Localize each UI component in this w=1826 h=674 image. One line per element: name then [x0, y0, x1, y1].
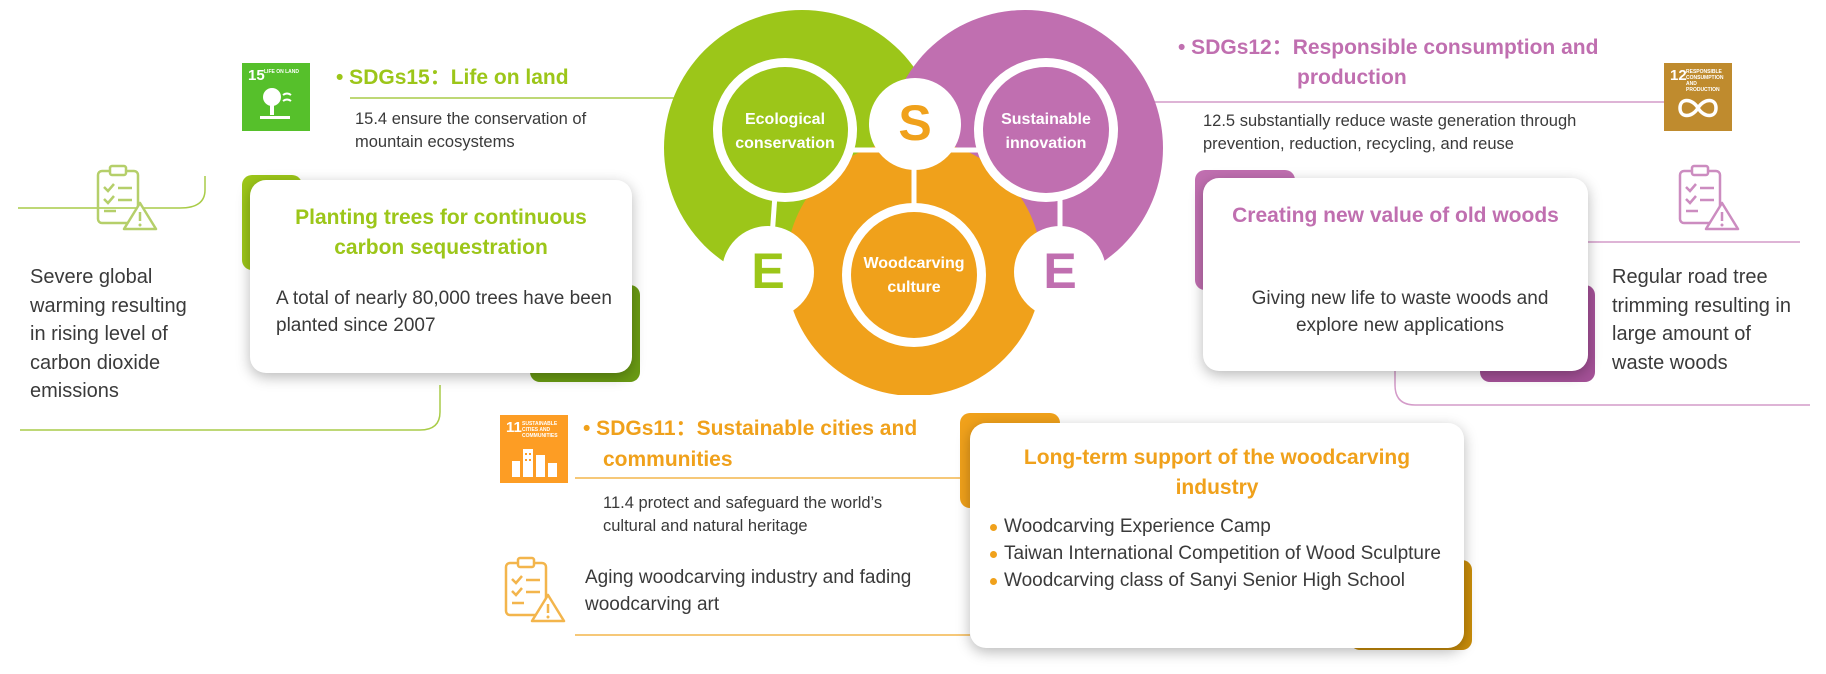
sdg12-badge-caption: RESPONSIBLE CONSUMPTION AND PRODUCTION: [1686, 69, 1724, 93]
clipboard-warning-icon-left: [96, 164, 158, 231]
sdg11-badge: 11 SUSTAINABLE CITIES AND COMMUNITIES: [500, 415, 568, 483]
sdg15-badge-number: 15: [248, 67, 265, 84]
left-card: Planting trees for continuous carbon seq…: [250, 180, 632, 373]
right-issue-connector: [1394, 360, 1810, 406]
ecological-conservation-label: Ecological conservation: [735, 111, 835, 152]
sustainable-innovation-label: Sustainable innovation: [1001, 111, 1091, 152]
left-issue-text: Severe global warming resulting in risin…: [30, 266, 187, 402]
right-issue-text: Regular road tree trimming resulting in …: [1612, 266, 1791, 374]
bottom-card-list: Woodcarving Experience Camp Taiwan Inter…: [988, 513, 1448, 594]
letter-s: S: [898, 95, 932, 151]
tree-icon: [260, 88, 292, 119]
sdg12-title-line2: production: [1297, 66, 1407, 89]
left-card-title: Planting trees for continuous carbon seq…: [295, 206, 587, 259]
sdg12-badge: 12 RESPONSIBLE CONSUMPTION AND PRODUCTIO…: [1664, 63, 1732, 131]
right-card: Creating new value of old woods Giving n…: [1203, 178, 1588, 371]
woodcarving-culture-label: Woodcarving culture: [863, 255, 965, 296]
sdg12-badge-number: 12: [1670, 67, 1687, 84]
bottom-issue-text: Aging woodcarving industry and fading wo…: [585, 567, 912, 615]
right-card-title: Creating new value of old woods: [1232, 204, 1559, 227]
sdg15-target: 15.4 ensure the conservation of mountain…: [355, 110, 587, 151]
sdg12-title-line1: • SDGs12：Responsible consumption and: [1178, 36, 1599, 59]
clipboard-warning-icon-bottom: [504, 556, 566, 623]
list-item: Woodcarving Experience Camp: [988, 513, 1448, 540]
sdg11-badge-caption: SUSTAINABLE CITIES AND COMMUNITIES: [522, 421, 558, 439]
infinity-icon: [1678, 98, 1718, 118]
sdg15-badge: 15 LIFE ON LAND: [242, 63, 310, 131]
sdg11-title-line2: communities: [603, 448, 733, 471]
sdg15-title: • SDGs15：Life on land: [336, 66, 569, 89]
letter-e-left: E: [751, 243, 785, 299]
right-card-body: Giving new life to waste woods and explo…: [1251, 288, 1549, 336]
letter-e-right: E: [1043, 243, 1077, 299]
sdg12-target: 12.5 substantially reduce waste generati…: [1203, 112, 1577, 153]
sdg11-title-line1: • SDGs11：Sustainable cities and: [583, 417, 918, 440]
bottom-card-title: Long-term support of the woodcarving ind…: [1023, 446, 1411, 499]
left-bottom-connector: [20, 385, 441, 431]
sdg11-target: 11.4 protect and safeguard the world’s c…: [603, 494, 883, 535]
sdg11-badge-number: 11: [506, 419, 522, 436]
list-item: Taiwan International Competition of Wood…: [988, 540, 1448, 567]
buildings-icon: [512, 449, 557, 477]
sdg15-badge-caption: LIFE ON LAND: [264, 69, 299, 75]
left-card-body: A total of nearly 80,000 trees have been…: [276, 288, 612, 336]
list-item: Woodcarving class of Sanyi Senior High S…: [988, 567, 1448, 594]
sustainability-venn-diagram: [664, 10, 1163, 395]
bottom-card: Long-term support of the woodcarving ind…: [970, 423, 1464, 648]
left-issue-connector: [18, 176, 206, 209]
clipboard-warning-icon-right: [1678, 164, 1740, 231]
